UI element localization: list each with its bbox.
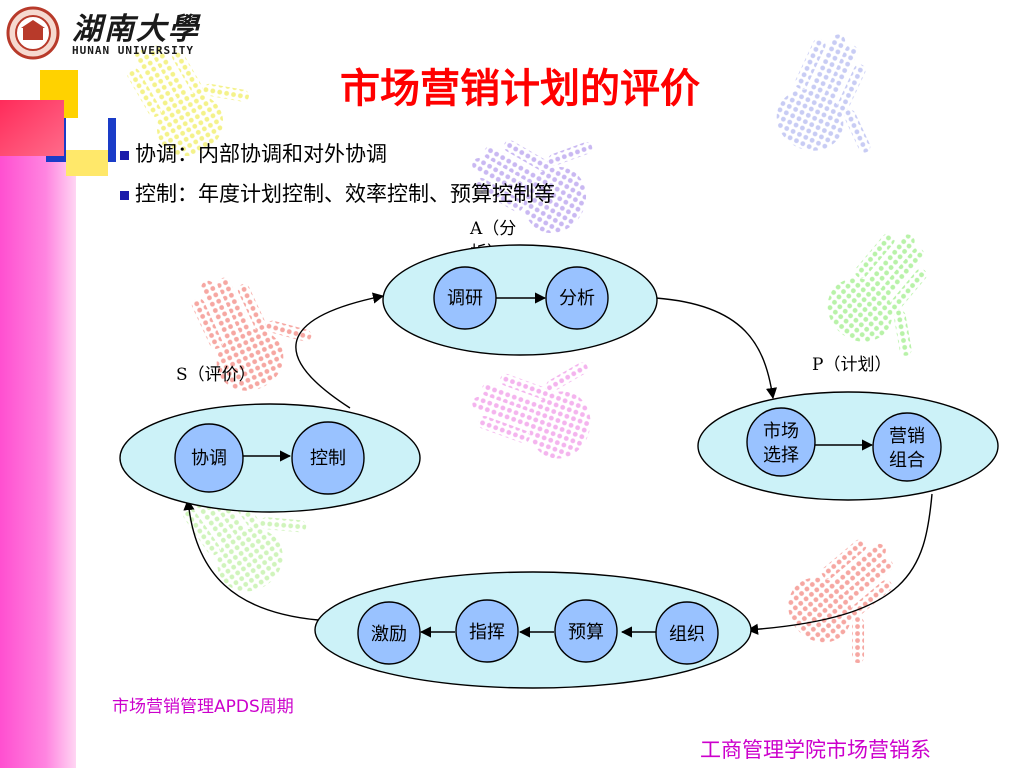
university-logo-english: HUNAN UNIVERSITY: [72, 44, 194, 57]
slide-title: 市场营销计划的评价: [340, 66, 700, 112]
node-organize-label: 组织: [669, 624, 705, 645]
node-budget: [554, 599, 618, 663]
footer-caption: 市场营销管理APDS周期: [112, 697, 294, 717]
node-marketing-mix: [872, 412, 942, 482]
bullet-square-icon: [120, 151, 129, 160]
node-motivate-label: 激励: [371, 624, 407, 645]
bullet-square-icon: [120, 191, 129, 200]
node-marketing-mix-label-1: 营销: [889, 426, 925, 447]
cycle-arrow-d-to-s: [183, 498, 319, 621]
stage-label-p: P（计划）: [812, 355, 892, 375]
bullet-item: 控制：年度计划控制、效率控制、预算控制等: [120, 178, 555, 208]
node-market-selection-label-1: 市场: [763, 421, 799, 442]
bullet-text: 控制：年度计划控制、效率控制、预算控制等: [135, 182, 555, 206]
node-research-label: 调研: [447, 288, 483, 309]
node-research: [433, 266, 497, 330]
node-direct-label: 指挥: [469, 622, 505, 643]
left-pink-band: [0, 100, 76, 768]
node-marketing-mix-label-2: 组合: [889, 450, 925, 471]
stage-label-a-line1: A（分: [470, 219, 517, 239]
node-analysis: [545, 266, 609, 330]
footer-department: 工商管理学院市场营销系: [700, 738, 931, 762]
node-coordinate-label: 协调: [191, 448, 227, 469]
node-motivate: [357, 601, 421, 665]
node-market-selection-label-2: 选择: [763, 445, 799, 466]
node-coordinate: [174, 423, 244, 493]
cycle-arrow-a-to-p: [655, 297, 778, 400]
stage-ellipse-analysis: [382, 244, 658, 356]
university-seal-icon: [6, 6, 60, 60]
node-market-selection: [746, 407, 816, 477]
node-control: [291, 421, 365, 495]
university-logo-name: 湖南大學: [72, 12, 200, 47]
node-analysis-label: 分析: [559, 288, 595, 309]
bullet-text: 协调：内部协调和对外协调: [135, 142, 387, 166]
decor-light-yellow-square: [66, 150, 108, 176]
bullet-item: 协调：内部协调和对外协调: [120, 138, 387, 168]
stage-ellipse-planning: [697, 391, 999, 501]
node-control-label: 控制: [310, 448, 346, 469]
decor-red-square: [0, 100, 64, 156]
node-organize: [655, 601, 719, 665]
cycle-arrow-s-to-a: [295, 292, 385, 409]
stage-ellipse-execution: [314, 571, 752, 689]
cycle-arrow-p-to-d: [746, 493, 933, 635]
node-direct: [455, 599, 519, 663]
stage-ellipse-evaluation: [119, 403, 421, 513]
node-budget-label: 预算: [568, 622, 604, 643]
stage-label-s: S（评价）: [176, 365, 256, 385]
